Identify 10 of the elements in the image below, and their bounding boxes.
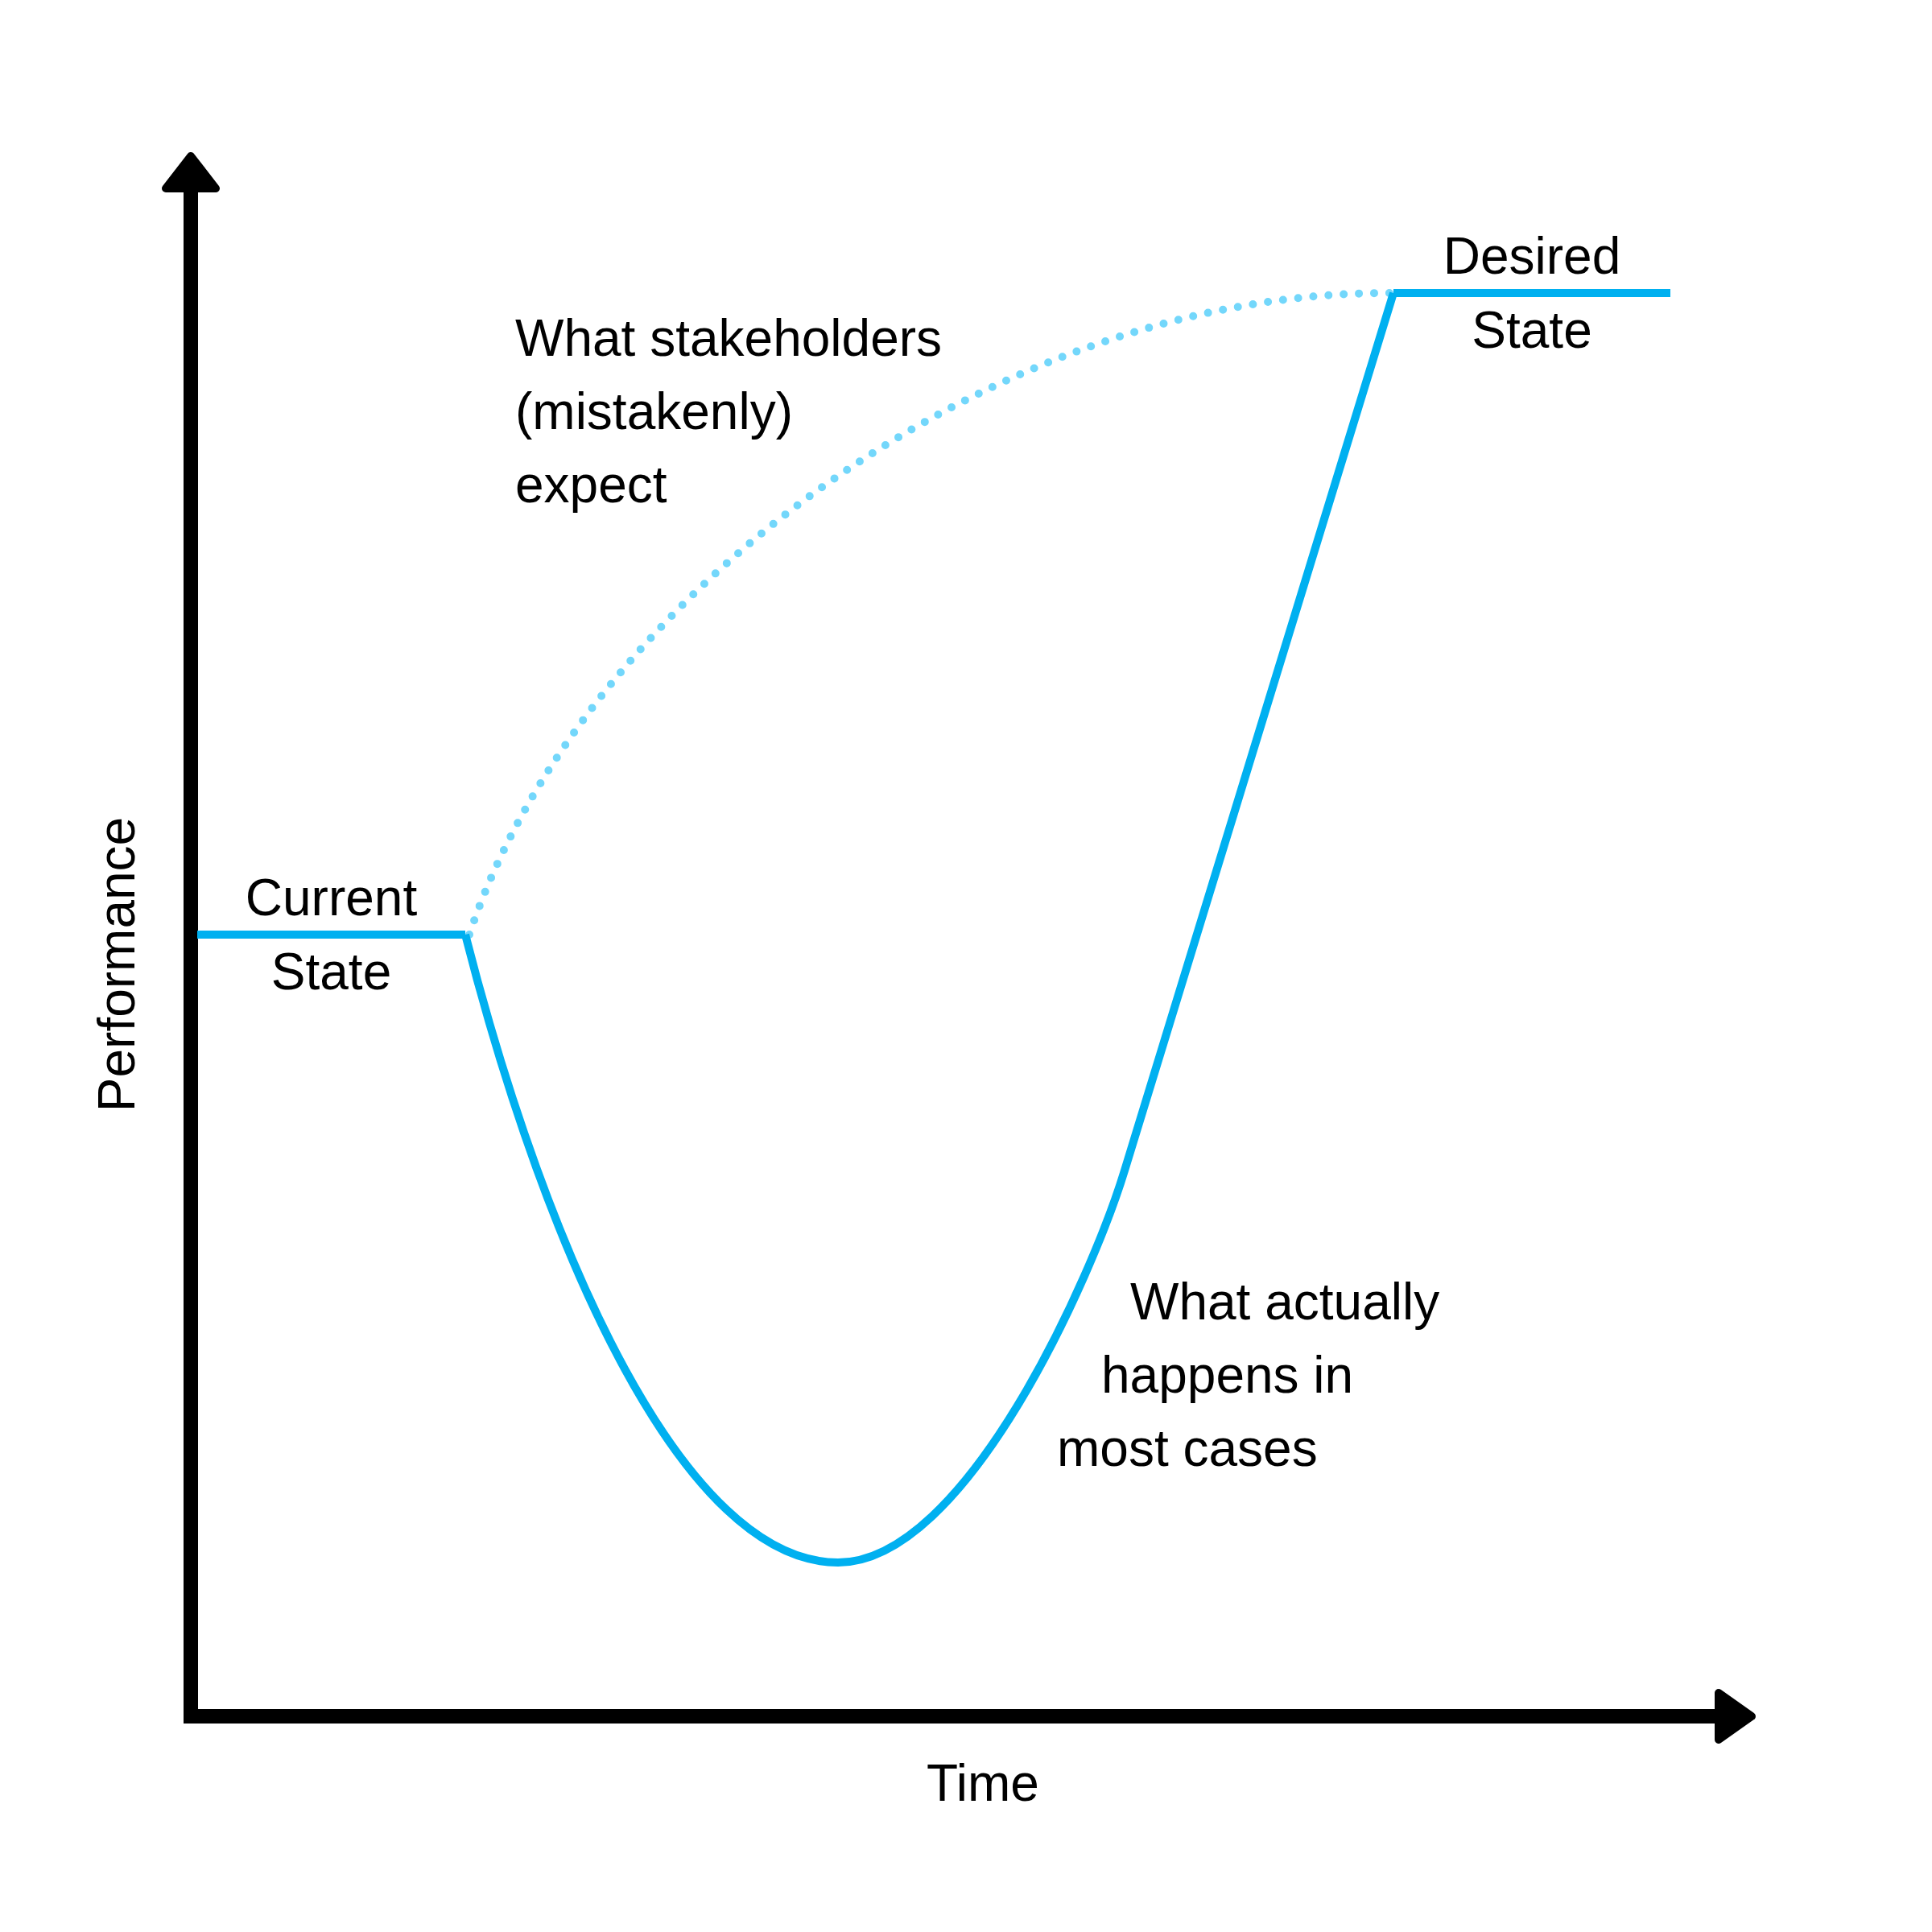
- curve-label: What stakeholders (mistakenly) expect: [515, 308, 943, 515]
- axis-label: Time: [927, 1753, 1039, 1813]
- axis-label: Performance: [87, 816, 147, 1113]
- curve-line: [461, 291, 1397, 1567]
- state-label: Desired: [1442, 226, 1622, 287]
- state-label: State: [1471, 300, 1593, 361]
- state-label: Current: [244, 868, 419, 928]
- state-label: State: [270, 942, 393, 1002]
- dotted-curve: [465, 289, 1393, 939]
- curve-label: What actually happens in most cases: [1057, 1272, 1441, 1479]
